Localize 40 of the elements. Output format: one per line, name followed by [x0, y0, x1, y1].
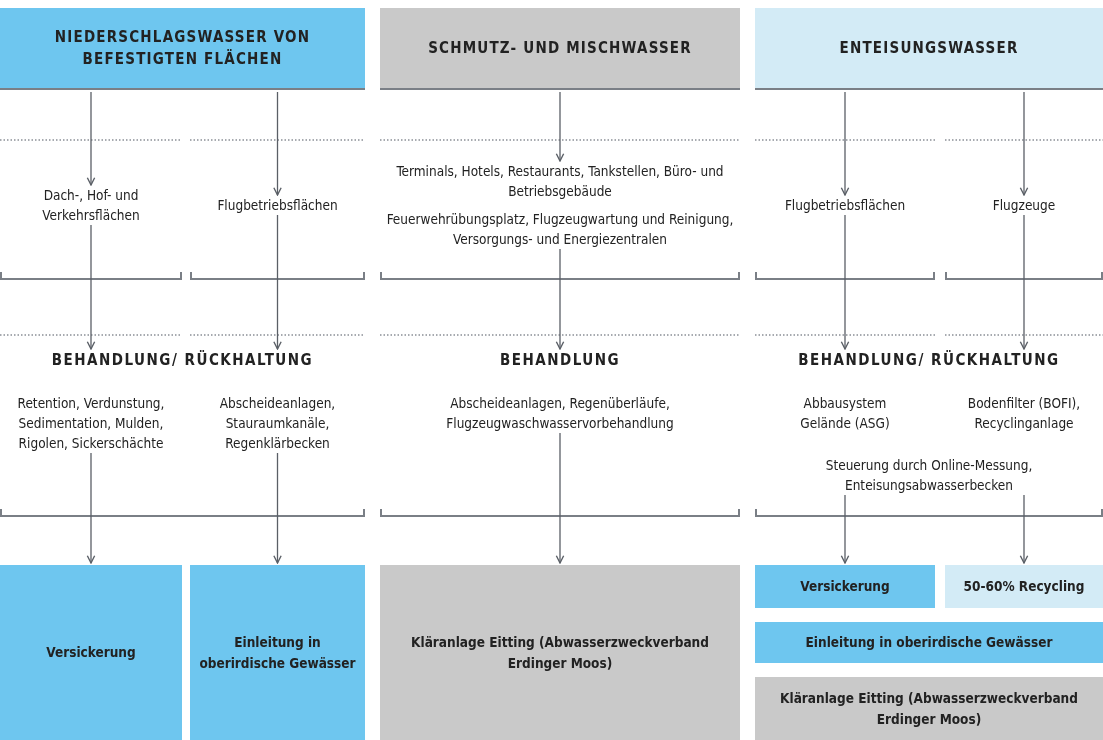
arrow: [555, 91, 565, 162]
treatment-text: Bodenfilter (BOFI), Recyclinganlage: [945, 393, 1103, 439]
arrow: [86, 452, 96, 564]
treatment-text: Abscheideanlagen, Regenüberläufe, Flugzeugwaschwasservorbehandlung: [380, 393, 740, 508]
result-box: Einleitung in oberirdische Gewässer: [755, 622, 1103, 663]
result-box: 50-60% Recycling: [945, 565, 1103, 608]
treatment-text: Steuerung durch Online-Messung, Enteisungsabwasserbecken: [755, 455, 1103, 501]
source-text: Terminals, Hotels, Restaurants, Tankstellen, Büro- und Betriebsgebäude: [395, 162, 725, 201]
arrow: [273, 91, 282, 196]
result-box: Versickerung: [0, 565, 182, 740]
treatment-text: Abbausystem Gelände (ASG): [780, 393, 910, 439]
arrow: [555, 432, 565, 564]
treatment-text: Abscheideanlagen, Stauraumkanäle, Regenklärbecken: [190, 393, 365, 508]
arrow: [273, 452, 282, 564]
source-text: Feuerwehrübungsplatz, Flugzeugwartung und Reinigung, Versorgungs- und Energiezentralen: [385, 210, 735, 249]
source-text: Flugbetriebsflächen: [190, 112, 365, 268]
section-heading: BEHANDLUNG: [498, 351, 622, 369]
result-box: Kläranlage Eitting (Abwasserzweckverband Erdinger Moos): [380, 565, 740, 740]
result-box: Kläranlage Eitting (Abwasserzweckverband Erdinger Moos): [755, 677, 1103, 740]
arrow: [840, 91, 850, 196]
section-heading: BEHANDLUNG/ RÜCKHALTUNG: [50, 351, 315, 369]
arrow: [555, 248, 565, 350]
source-text: Flugzeuge: [945, 112, 1103, 268]
arrow: [1019, 214, 1029, 350]
arrow: [840, 494, 850, 564]
treatment-text: Retention, Verdunstung, Sedimentation, Mulden, Rigolen, Sickerschächte: [0, 393, 182, 508]
arrow: [1019, 91, 1029, 196]
arrow: [86, 224, 96, 350]
header-box: SCHMUTZ- UND MISCHWASSER: [380, 8, 740, 90]
arrow: [1019, 494, 1029, 564]
header-box: NIEDERSCHLAGSWASSER VON BEFESTIGTEN FLÄCHEN: [0, 8, 365, 90]
result-box: Versickerung: [755, 565, 935, 608]
arrow: [273, 214, 282, 350]
result-box: Einleitung in oberirdische Gewässer: [190, 565, 365, 740]
source-text: Flugbetriebsflächen: [755, 112, 935, 268]
arrow: [86, 91, 96, 186]
source-text: Dach-, Hof- und Verkehrsflächen: [0, 112, 182, 268]
section-heading: BEHANDLUNG/ RÜCKHALTUNG: [797, 351, 1061, 369]
arrow: [840, 214, 850, 350]
header-box: ENTEISUNGSWASSER: [755, 8, 1103, 90]
